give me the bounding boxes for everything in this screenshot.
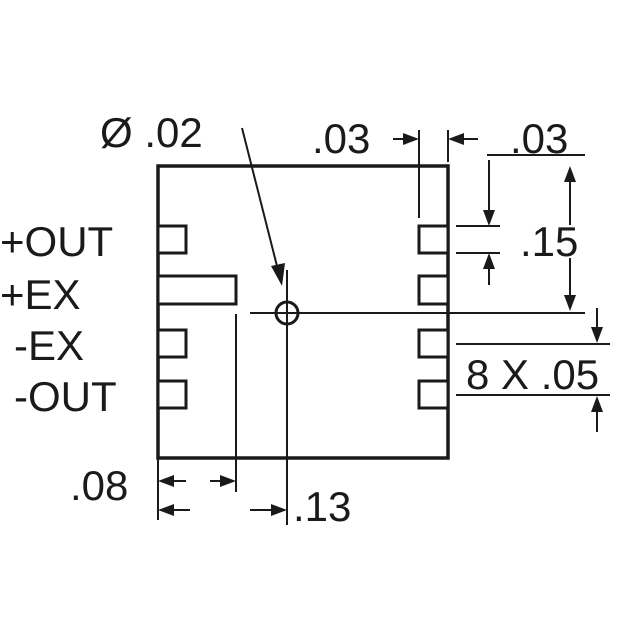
pad-right-2 — [417, 274, 450, 306]
dim-pitch: .15 — [520, 218, 578, 265]
dim-edge-to-hole: .13 — [293, 483, 351, 530]
pad-left-4 — [156, 379, 188, 410]
top-pad-width-dims — [393, 130, 478, 218]
pad-left-3 — [156, 328, 188, 359]
pad-right-4 — [417, 379, 450, 410]
pad-right-3 — [417, 328, 450, 359]
dim-edge-to-slot: .08 — [70, 462, 128, 509]
dim-pad-spacing: 8 X .05 — [466, 351, 599, 398]
dim-pad-width-right: .03 — [510, 115, 568, 162]
hole-diameter-leader — [241, 127, 285, 286]
dim-pad-width-left: .03 — [312, 115, 370, 162]
bottom-horizontal-dims — [157, 314, 287, 520]
pad-left-2-slot — [156, 274, 238, 306]
dim-hole-diameter: Ø .02 — [100, 109, 203, 156]
pad-left-1 — [156, 224, 188, 255]
mounting-hole — [250, 270, 585, 525]
pin-label-ex-minus: -EX — [14, 322, 84, 369]
pin-label-ex-plus: +EX — [0, 271, 81, 318]
pad-right-1 — [417, 224, 450, 255]
right-vertical-dims — [456, 154, 585, 311]
pin-label-out-plus: +OUT — [0, 218, 113, 265]
pin-label-out-minus: -OUT — [14, 373, 117, 420]
pad-spacing-dims — [456, 308, 610, 432]
